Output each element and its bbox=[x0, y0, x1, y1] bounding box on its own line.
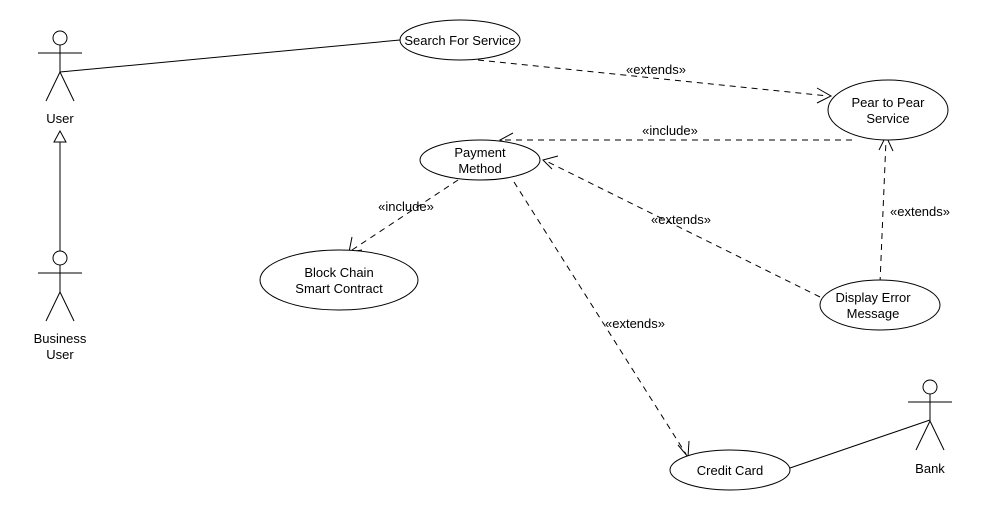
label-payment-extends-creditcard: «extends» bbox=[605, 316, 665, 331]
actor-user-label: User bbox=[46, 111, 74, 126]
usecase-search-label: Search For Service bbox=[404, 33, 515, 48]
usecase-payment-label-line2: Method bbox=[458, 161, 501, 176]
label-error-extends-pear: «extends» bbox=[890, 204, 950, 219]
usecase-creditcard-label: Credit Card bbox=[697, 463, 763, 478]
dep-payment-blockchain-arrowhead bbox=[348, 236, 363, 253]
generalization-arrowhead bbox=[53, 129, 67, 143]
actor-bank[interactable]: Bank bbox=[908, 379, 952, 476]
usecase-error-label-line1: Display Error bbox=[835, 290, 911, 305]
actor-business-user-label-line1: Business bbox=[34, 331, 87, 346]
actor-bank-label: Bank bbox=[915, 461, 945, 476]
actor-bank-figure-icon bbox=[908, 379, 952, 451]
actor-user[interactable]: User bbox=[38, 30, 82, 126]
usecase-error-label-line2: Message bbox=[847, 306, 900, 321]
label-pear-include-payment: «include» bbox=[642, 123, 698, 138]
usecase-credit-card[interactable]: Credit Card bbox=[669, 449, 791, 491]
usecase-pear-to-pear-service[interactable]: Pear to Pear Service bbox=[827, 79, 949, 141]
dep-payment-creditcard bbox=[513, 181, 687, 455]
dep-error-pear bbox=[879, 139, 887, 284]
label-payment-include-blockchain: «include» bbox=[378, 199, 434, 214]
usecase-payment-label-line1: Payment bbox=[454, 145, 506, 160]
label-search-extends-pear: «extends» bbox=[626, 62, 686, 77]
usecase-block-chain-smart-contract[interactable]: Block Chain Smart Contract bbox=[259, 249, 419, 311]
usecase-pear-label-line1: Pear to Pear bbox=[852, 95, 926, 110]
dep-payment-blockchain bbox=[351, 179, 459, 251]
label-error-extends-payment: «extends» bbox=[651, 212, 711, 227]
dep-error-payment-arrowhead bbox=[542, 155, 559, 170]
actor-user-figure-icon bbox=[38, 30, 82, 102]
dep-search-pear bbox=[477, 59, 829, 97]
usecase-search-for-service[interactable]: Search For Service bbox=[399, 19, 521, 61]
actor-business-user-label-line2: User bbox=[46, 347, 74, 362]
actor-business-user-figure-icon bbox=[38, 250, 82, 322]
usecase-display-error-message[interactable]: Display Error Message bbox=[819, 279, 941, 331]
dep-search-pear-arrowhead bbox=[816, 87, 833, 104]
association-creditcard-bank bbox=[789, 419, 931, 469]
association-user-search bbox=[59, 39, 401, 73]
usecase-pear-label-line2: Service bbox=[866, 111, 909, 126]
actor-business-user[interactable]: Business User bbox=[34, 250, 87, 362]
usecase-payment-method[interactable]: Payment Method bbox=[419, 139, 541, 181]
usecase-blockchain-label-line1: Block Chain bbox=[304, 265, 373, 280]
usecase-blockchain-label-line2: Smart Contract bbox=[295, 281, 383, 296]
dep-error-payment bbox=[545, 160, 821, 298]
